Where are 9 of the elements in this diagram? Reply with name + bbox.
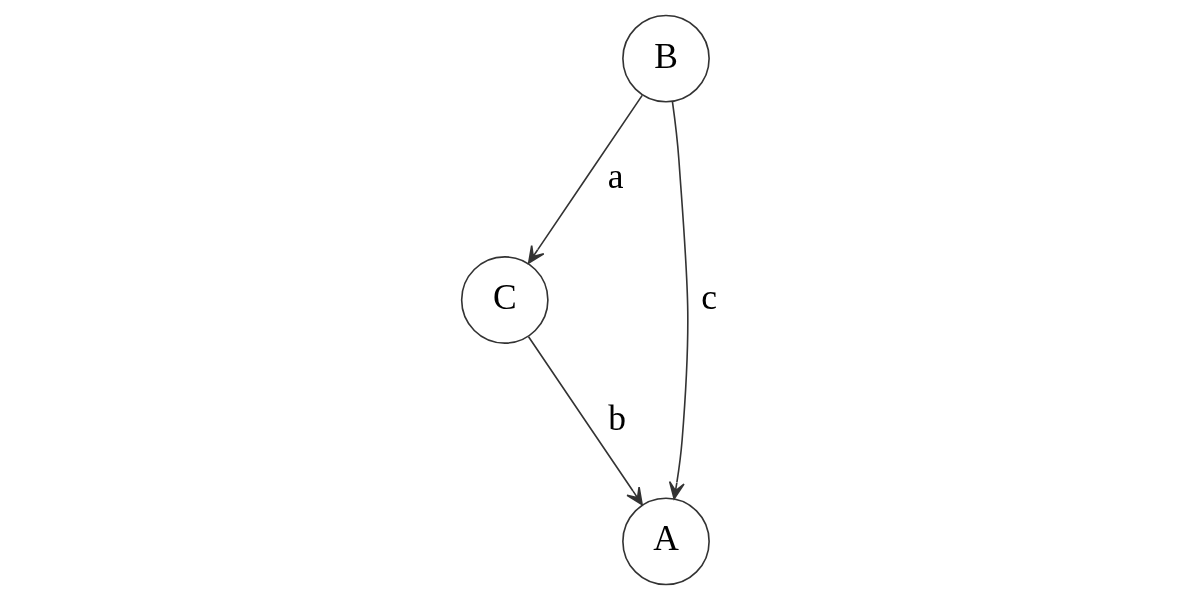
arrow [527,94,643,264]
node-circle: A [622,497,710,586]
edge-label: c [701,277,718,318]
arrow [527,335,643,506]
edge-label: b [608,397,627,438]
node-circle: B [622,14,710,103]
node-circle: C [460,256,549,344]
arrow [668,101,689,500]
edge-label: a [607,156,624,197]
